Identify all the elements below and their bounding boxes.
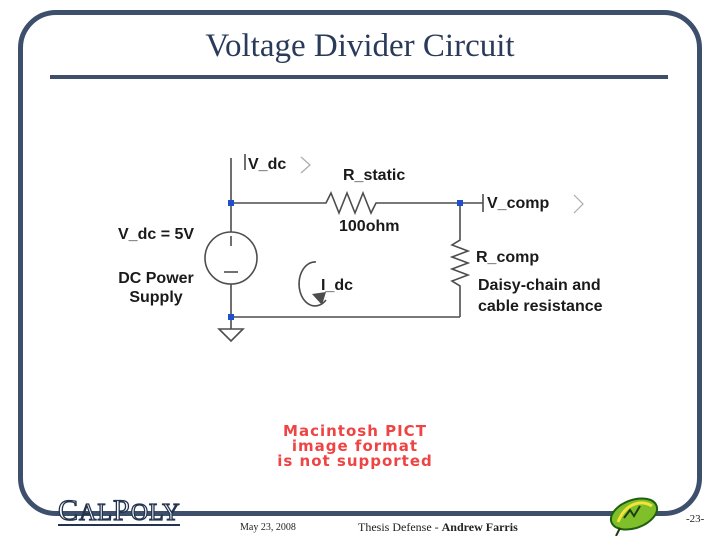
logo-underline xyxy=(58,524,180,526)
vcomp-port-arrow xyxy=(573,194,584,214)
ground-symbol xyxy=(217,328,245,343)
placeholder-line3: is not supported xyxy=(277,452,433,470)
source-desc-line2: Supply xyxy=(129,289,183,306)
slide-title: Voltage Divider Circuit xyxy=(205,28,515,64)
title-divider xyxy=(50,75,668,79)
slide-frame xyxy=(18,10,702,516)
label-r-static-value: 100ohm xyxy=(339,218,400,235)
placeholder-line1: Macintosh PICT xyxy=(283,422,427,440)
label-vcomp-node: V_comp xyxy=(487,195,550,212)
footer-thesis-label: Thesis Defense - xyxy=(358,520,442,534)
page-number: -23- xyxy=(686,513,705,525)
footer-author: Andrew Farris xyxy=(441,520,518,534)
label-current: I_dc xyxy=(321,277,354,294)
resistor-r-comp xyxy=(449,236,471,290)
node-vcomp xyxy=(457,200,463,206)
czc-logo-icon xyxy=(609,497,659,536)
logo-oly: OLY xyxy=(130,500,181,526)
vdc-port-arrow xyxy=(300,156,311,174)
node-ground xyxy=(228,314,234,320)
current-loop-arrow xyxy=(298,261,327,307)
label-r-comp: R_comp xyxy=(476,249,540,266)
label-source-desc: DC Power Supply xyxy=(106,271,206,306)
label-load-desc-line2: cable resistance xyxy=(478,298,603,315)
footer-thesis: Thesis Defense - Andrew Farris xyxy=(358,520,518,535)
current-arrow-head xyxy=(312,292,326,305)
label-r-static: R_static xyxy=(343,167,406,184)
node-vdc xyxy=(228,200,234,206)
unsupported-image-placeholder: Macintosh PICT image format is not suppo… xyxy=(230,424,480,469)
logo-c: C xyxy=(57,494,80,527)
logo-p: P xyxy=(112,494,131,527)
label-load-desc-line1: Daisy-chain and xyxy=(478,277,601,294)
source-desc-line1: DC Power xyxy=(118,270,194,287)
label-source-value: V_dc = 5V xyxy=(118,226,195,243)
footer-date: May 23, 2008 xyxy=(240,522,296,533)
label-vdc-node: V_dc xyxy=(248,156,287,173)
cal-poly-logo: CALPOLY xyxy=(57,494,181,527)
logo-al: AL xyxy=(78,500,114,526)
resistor-r-static xyxy=(318,190,384,216)
placeholder-line2: image format xyxy=(291,437,419,455)
